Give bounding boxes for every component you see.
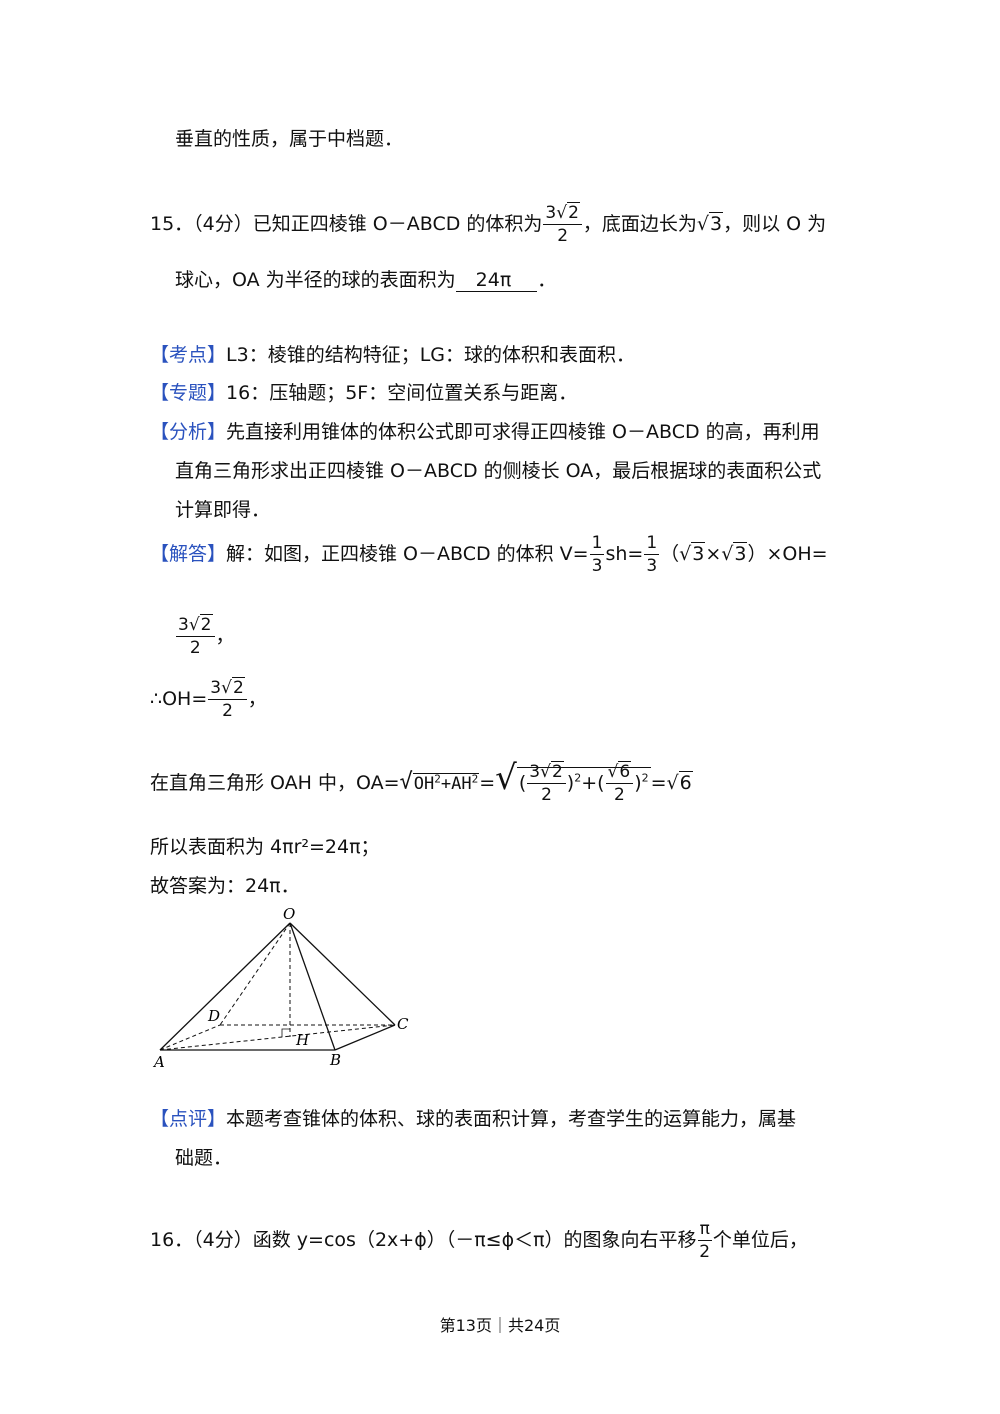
area-line: 所以表面积为 4πr²=24π； — [150, 836, 380, 858]
fenxi-line-1: 【分析】先直接利用锥体的体积公式即可求得正四棱锥 O－ABCD 的高，再利用 — [150, 421, 820, 443]
sqrt3: √3 — [696, 212, 724, 235]
edge-OD — [219, 922, 291, 1026]
page-footer: 第13页｜共24页 — [439, 1316, 561, 1335]
pyramid-figure: O A B C D H — [152, 905, 409, 1071]
edge-BC — [334, 1024, 396, 1051]
fenxi-line-3: 计算即得． — [175, 499, 271, 521]
zhuanti-line: 【专题】16：压轴题；5F：空间位置关系与距离． — [150, 382, 578, 404]
tag-zhuanti: 【专题】 — [150, 382, 227, 404]
answer-blank: 24π — [455, 269, 538, 292]
label-H: H — [295, 1031, 310, 1049]
answer-line: 故答案为：24π． — [150, 875, 300, 897]
fenxi-line-2: 直角三角形求出正四棱锥 O－ABCD 的侧棱长 OA，最后根据球的表面积公式 — [175, 460, 822, 482]
kaodian-line: 【考点】L3：棱锥的结构特征；LG：球的体积和表面积． — [150, 344, 635, 366]
edge-OA — [159, 922, 291, 1051]
label-A: A — [152, 1053, 165, 1071]
q15-text-c: ，则以 O 为 — [723, 213, 827, 235]
label-C: C — [397, 1015, 409, 1033]
right-angle-mark — [281, 1028, 290, 1037]
q15-text-b: ，底面边长为 — [582, 213, 697, 235]
tag-jieda: 【解答】 — [150, 543, 227, 565]
q15-text-a: 15．（4分）已知正四棱锥 O－ABCD 的体积为 — [150, 213, 543, 235]
edge-OB — [289, 922, 336, 1051]
sqrt6: √6 — [666, 771, 693, 794]
edge-AD — [159, 1024, 221, 1051]
dianping-line-2: 础题． — [175, 1147, 233, 1169]
label-D: D — [207, 1007, 220, 1025]
tag-dianping: 【点评】 — [150, 1108, 227, 1130]
sqrt-oh-ah: √OH2+AH2 — [399, 770, 480, 795]
label-B: B — [329, 1051, 341, 1069]
edge-AC — [159, 1024, 396, 1051]
tag-fenxi: 【分析】 — [150, 421, 227, 443]
dianping-line-1: 【点评】本题考查锥体的体积、球的表面积计算，考查学生的运算能力，属基 — [150, 1108, 797, 1130]
label-O: O — [283, 905, 295, 923]
tag-kaodian: 【考点】 — [150, 344, 227, 366]
edge-OC — [289, 922, 396, 1026]
text-line: 垂直的性质，属于中档题． — [175, 128, 404, 150]
